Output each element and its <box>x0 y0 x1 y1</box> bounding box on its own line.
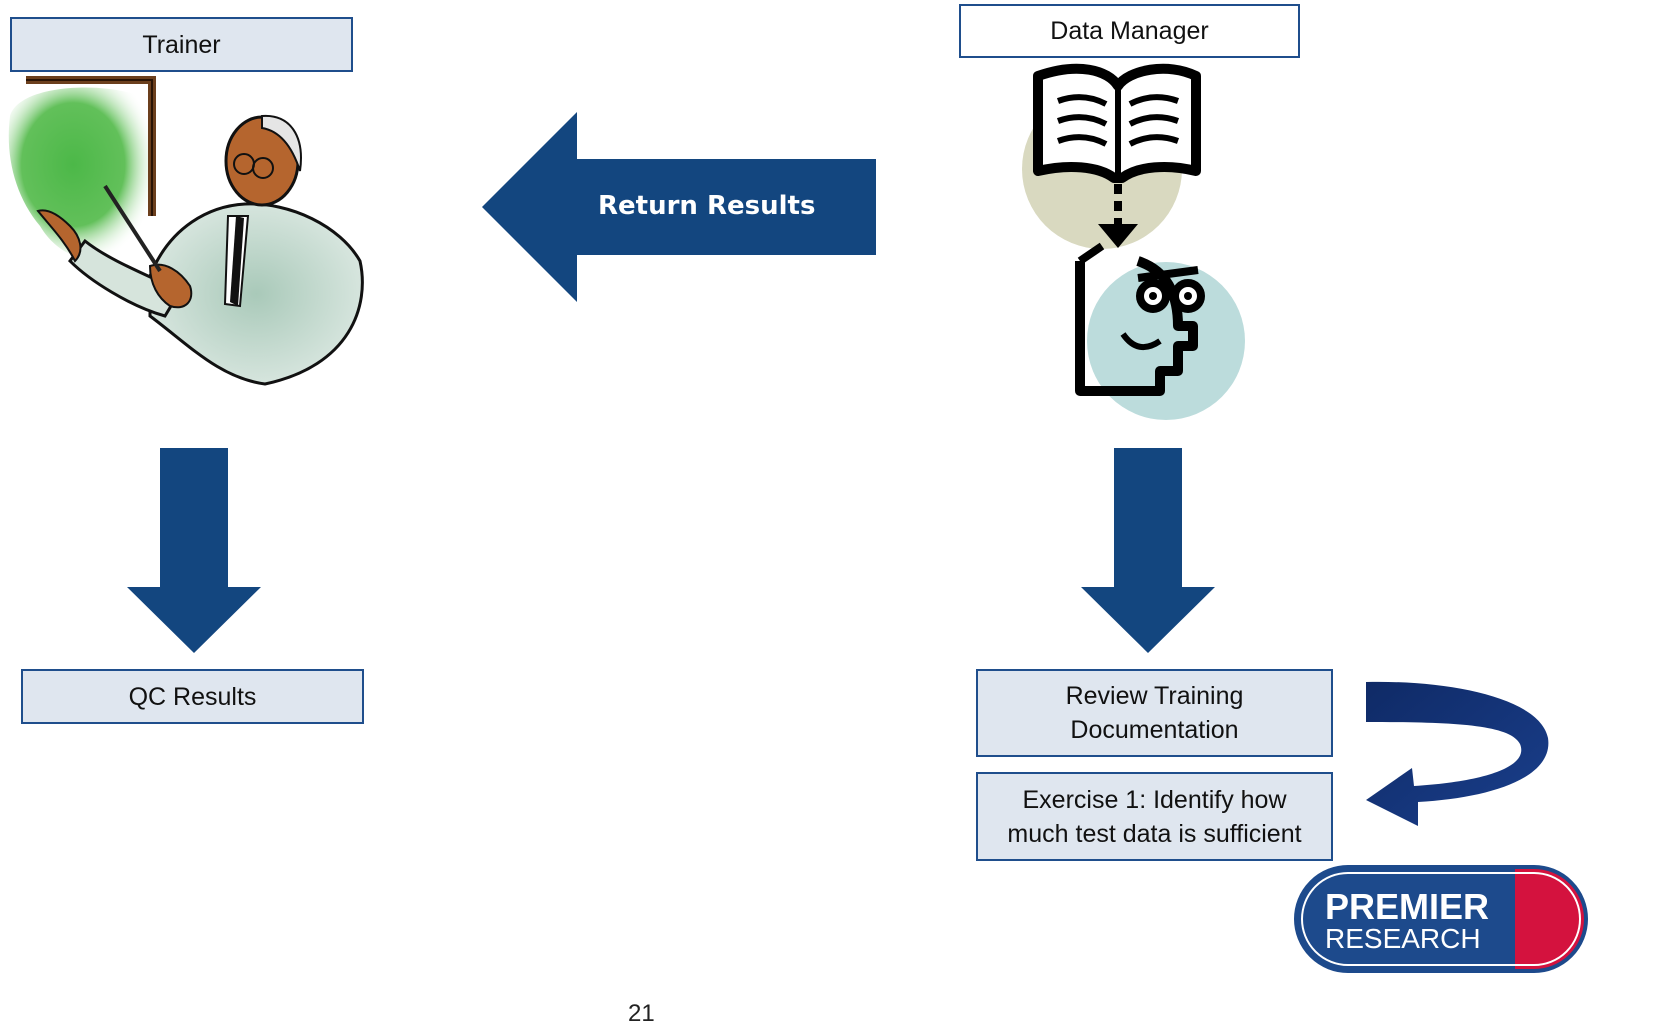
return-results-arrow <box>482 112 876 302</box>
exercise-line1: Exercise 1: Identify how <box>1022 785 1287 814</box>
page-number: 21 <box>628 1000 655 1027</box>
down-arrow-left <box>127 448 261 653</box>
qc-results-box: QC Results <box>21 669 364 724</box>
down-arrow-right <box>1081 448 1215 653</box>
curved-loop-arrow <box>1366 681 1549 826</box>
review-training-line2: Documentation <box>1070 716 1239 744</box>
logo-line2: RESEARCH <box>1325 923 1481 954</box>
exercise-box: Exercise 1: Identify how much test data … <box>976 772 1333 861</box>
presenter-pointing-at-board-icon <box>8 76 364 386</box>
data-manager-label-text: Data Manager <box>1050 17 1209 45</box>
data-manager-label: Data Manager <box>959 4 1300 58</box>
book-to-person-learning-icon <box>1022 63 1245 420</box>
trainer-label-text: Trainer <box>142 30 221 59</box>
premier-research-logo: PREMIER RESEARCH <box>1294 865 1588 973</box>
qc-results-text: QC Results <box>128 682 257 711</box>
return-results-label: Return Results <box>598 191 816 221</box>
review-training-box: Review Training Documentation <box>976 669 1333 757</box>
logo-line1: PREMIER <box>1325 886 1489 927</box>
review-training-line1: Review Training <box>1065 682 1244 710</box>
exercise-line2: much test data is sufficient <box>1007 819 1302 848</box>
trainer-label: Trainer <box>10 17 353 72</box>
